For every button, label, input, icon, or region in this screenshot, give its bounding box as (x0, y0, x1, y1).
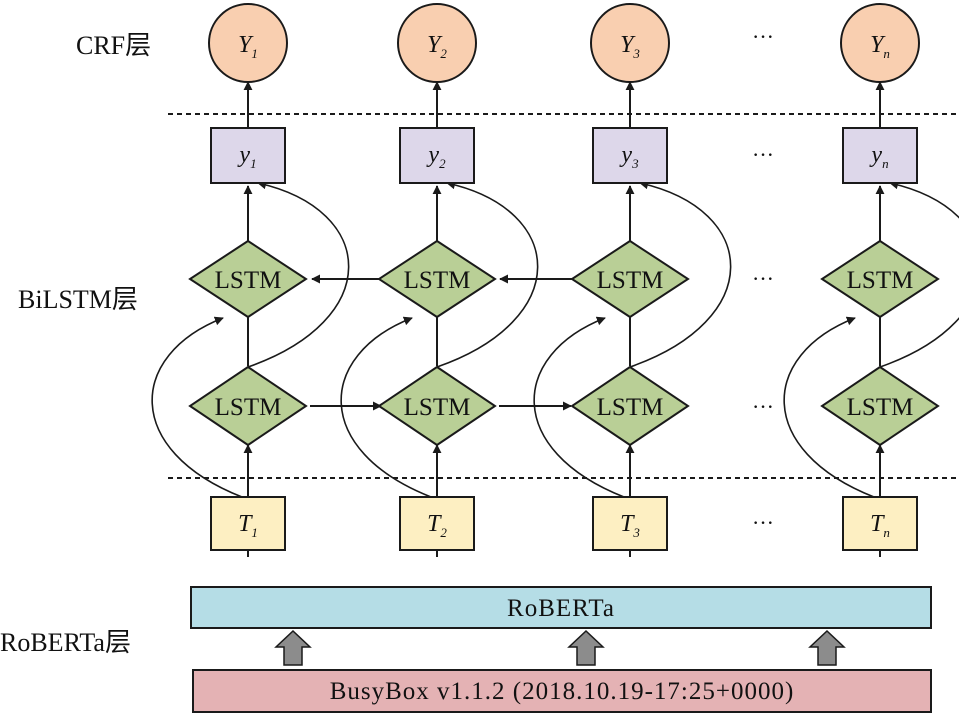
skip-token-to-backward-4 (783, 316, 875, 498)
token-node-label-2: T2 (427, 511, 447, 540)
crf-node-4 (840, 3, 920, 83)
token-node-label-3: T3 (620, 511, 640, 540)
crf-node-label-4: Yn (870, 32, 890, 61)
forward-lstm-1 (188, 365, 308, 447)
output-node-label-4: yn (869, 142, 888, 171)
crf-node-3 (590, 3, 670, 83)
forward-lstm-label-3: LSTM (597, 394, 664, 421)
skip-forward-to-output-2 (436, 180, 539, 368)
forward-lstm-4 (820, 365, 940, 447)
backward-lstm-2 (377, 239, 497, 319)
edges-group (151, 81, 959, 557)
backward-lstm-label-4: LSTM (847, 267, 914, 294)
skip-token-to-backward-1 (151, 316, 243, 498)
skip-forward-to-output-3 (629, 180, 732, 368)
token-node-label-1: T1 (238, 511, 258, 540)
output-node-1 (210, 127, 286, 184)
crf-layer-label: CRF层 (76, 31, 151, 60)
output-node-4 (842, 127, 918, 184)
output-node-label-3: y3 (619, 142, 639, 171)
output-node-3 (592, 127, 668, 184)
ellipsis-column: ··· ··· ··· ··· ··· (752, 24, 774, 535)
token-node-label-4: Tn (870, 511, 890, 540)
forward-lstm-3 (570, 365, 690, 447)
bilstm-layer-label: BiLSTM层 (18, 285, 138, 314)
roberta-bar (190, 586, 932, 629)
crf-node-label-3: Y3 (620, 32, 640, 61)
backward-lstm-4 (820, 239, 940, 319)
ellipsis-forward-lstm: ··· (752, 394, 774, 419)
backward-lstm-1 (188, 239, 308, 319)
skip-token-to-backward-3 (533, 316, 625, 498)
thick-arrows-group (274, 629, 846, 666)
roberta-bar-label: RoBERTa (507, 595, 615, 622)
ellipsis-backward-lstm: ··· (752, 266, 774, 291)
output-node-2 (399, 127, 475, 184)
token-node-3 (592, 496, 668, 551)
ellipsis-outputs: ··· (752, 142, 774, 167)
output-node-label-1: y1 (237, 142, 256, 171)
forward-lstm-label-2: LSTM (404, 394, 471, 421)
ellipsis-tokens: ··· (752, 510, 774, 535)
skip-forward-to-output-1 (247, 180, 350, 368)
forward-lstm-2 (377, 365, 497, 447)
ellipsis-crf: ··· (752, 24, 774, 49)
token-node-1 (210, 496, 286, 551)
forward-lstm-label-4: LSTM (847, 394, 914, 421)
input-to-encoder-arrow-1 (274, 629, 312, 666)
input-to-encoder-arrow-3 (808, 629, 846, 666)
input-bar (192, 669, 932, 713)
token-node-4 (842, 496, 918, 551)
crf-node-1 (208, 3, 288, 83)
roberta-layer-label: RoBERTa层 (0, 628, 131, 657)
crf-node-2 (397, 3, 477, 83)
token-node-2 (399, 496, 475, 551)
skip-token-to-backward-2 (340, 316, 432, 498)
backward-lstm-label-1: LSTM (215, 267, 282, 294)
crf-node-label-2: Y2 (427, 32, 447, 61)
skip-forward-to-output-4 (879, 180, 959, 368)
output-node-label-2: y2 (426, 142, 446, 171)
backward-lstm-label-3: LSTM (597, 267, 664, 294)
backward-lstm-label-2: LSTM (404, 267, 471, 294)
forward-lstm-label-1: LSTM (215, 394, 282, 421)
input-bar-label: BusyBox v1.1.2 (2018.10.19-17:25+0000) (330, 678, 795, 705)
backward-lstm-3 (570, 239, 690, 319)
input-to-encoder-arrow-2 (567, 629, 605, 666)
crf-node-label-1: Y1 (238, 32, 258, 61)
